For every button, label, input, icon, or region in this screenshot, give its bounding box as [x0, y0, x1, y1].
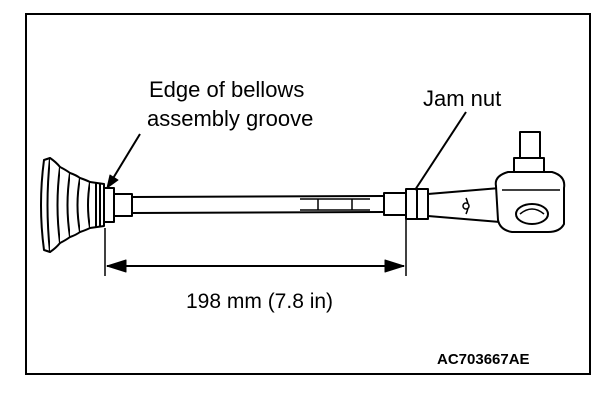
jam-nut-callout: Jam nut — [423, 86, 502, 111]
bellows-groove-arrowhead — [106, 174, 119, 189]
boot-collar — [103, 187, 133, 223]
tie-rod-shaft — [131, 195, 385, 214]
figure-code: AC703667AE — [437, 351, 530, 368]
dimension-label: 198 mm (7.8 in) — [186, 290, 334, 313]
figure-frame — [25, 13, 591, 375]
ball-joint — [494, 131, 566, 233]
bellows-groove-callout-line2: assembly groove — [147, 106, 314, 131]
dimension-arrow-right — [384, 259, 405, 273]
bellows-boot — [40, 157, 105, 253]
bellows-groove-leader-line — [111, 133, 141, 181]
jam-nut-leader-line — [414, 111, 467, 191]
jam-nut — [383, 188, 429, 220]
bellows-groove-callout-line1: Edge of bellows — [149, 77, 305, 102]
dimension-arrow-left — [106, 259, 127, 273]
